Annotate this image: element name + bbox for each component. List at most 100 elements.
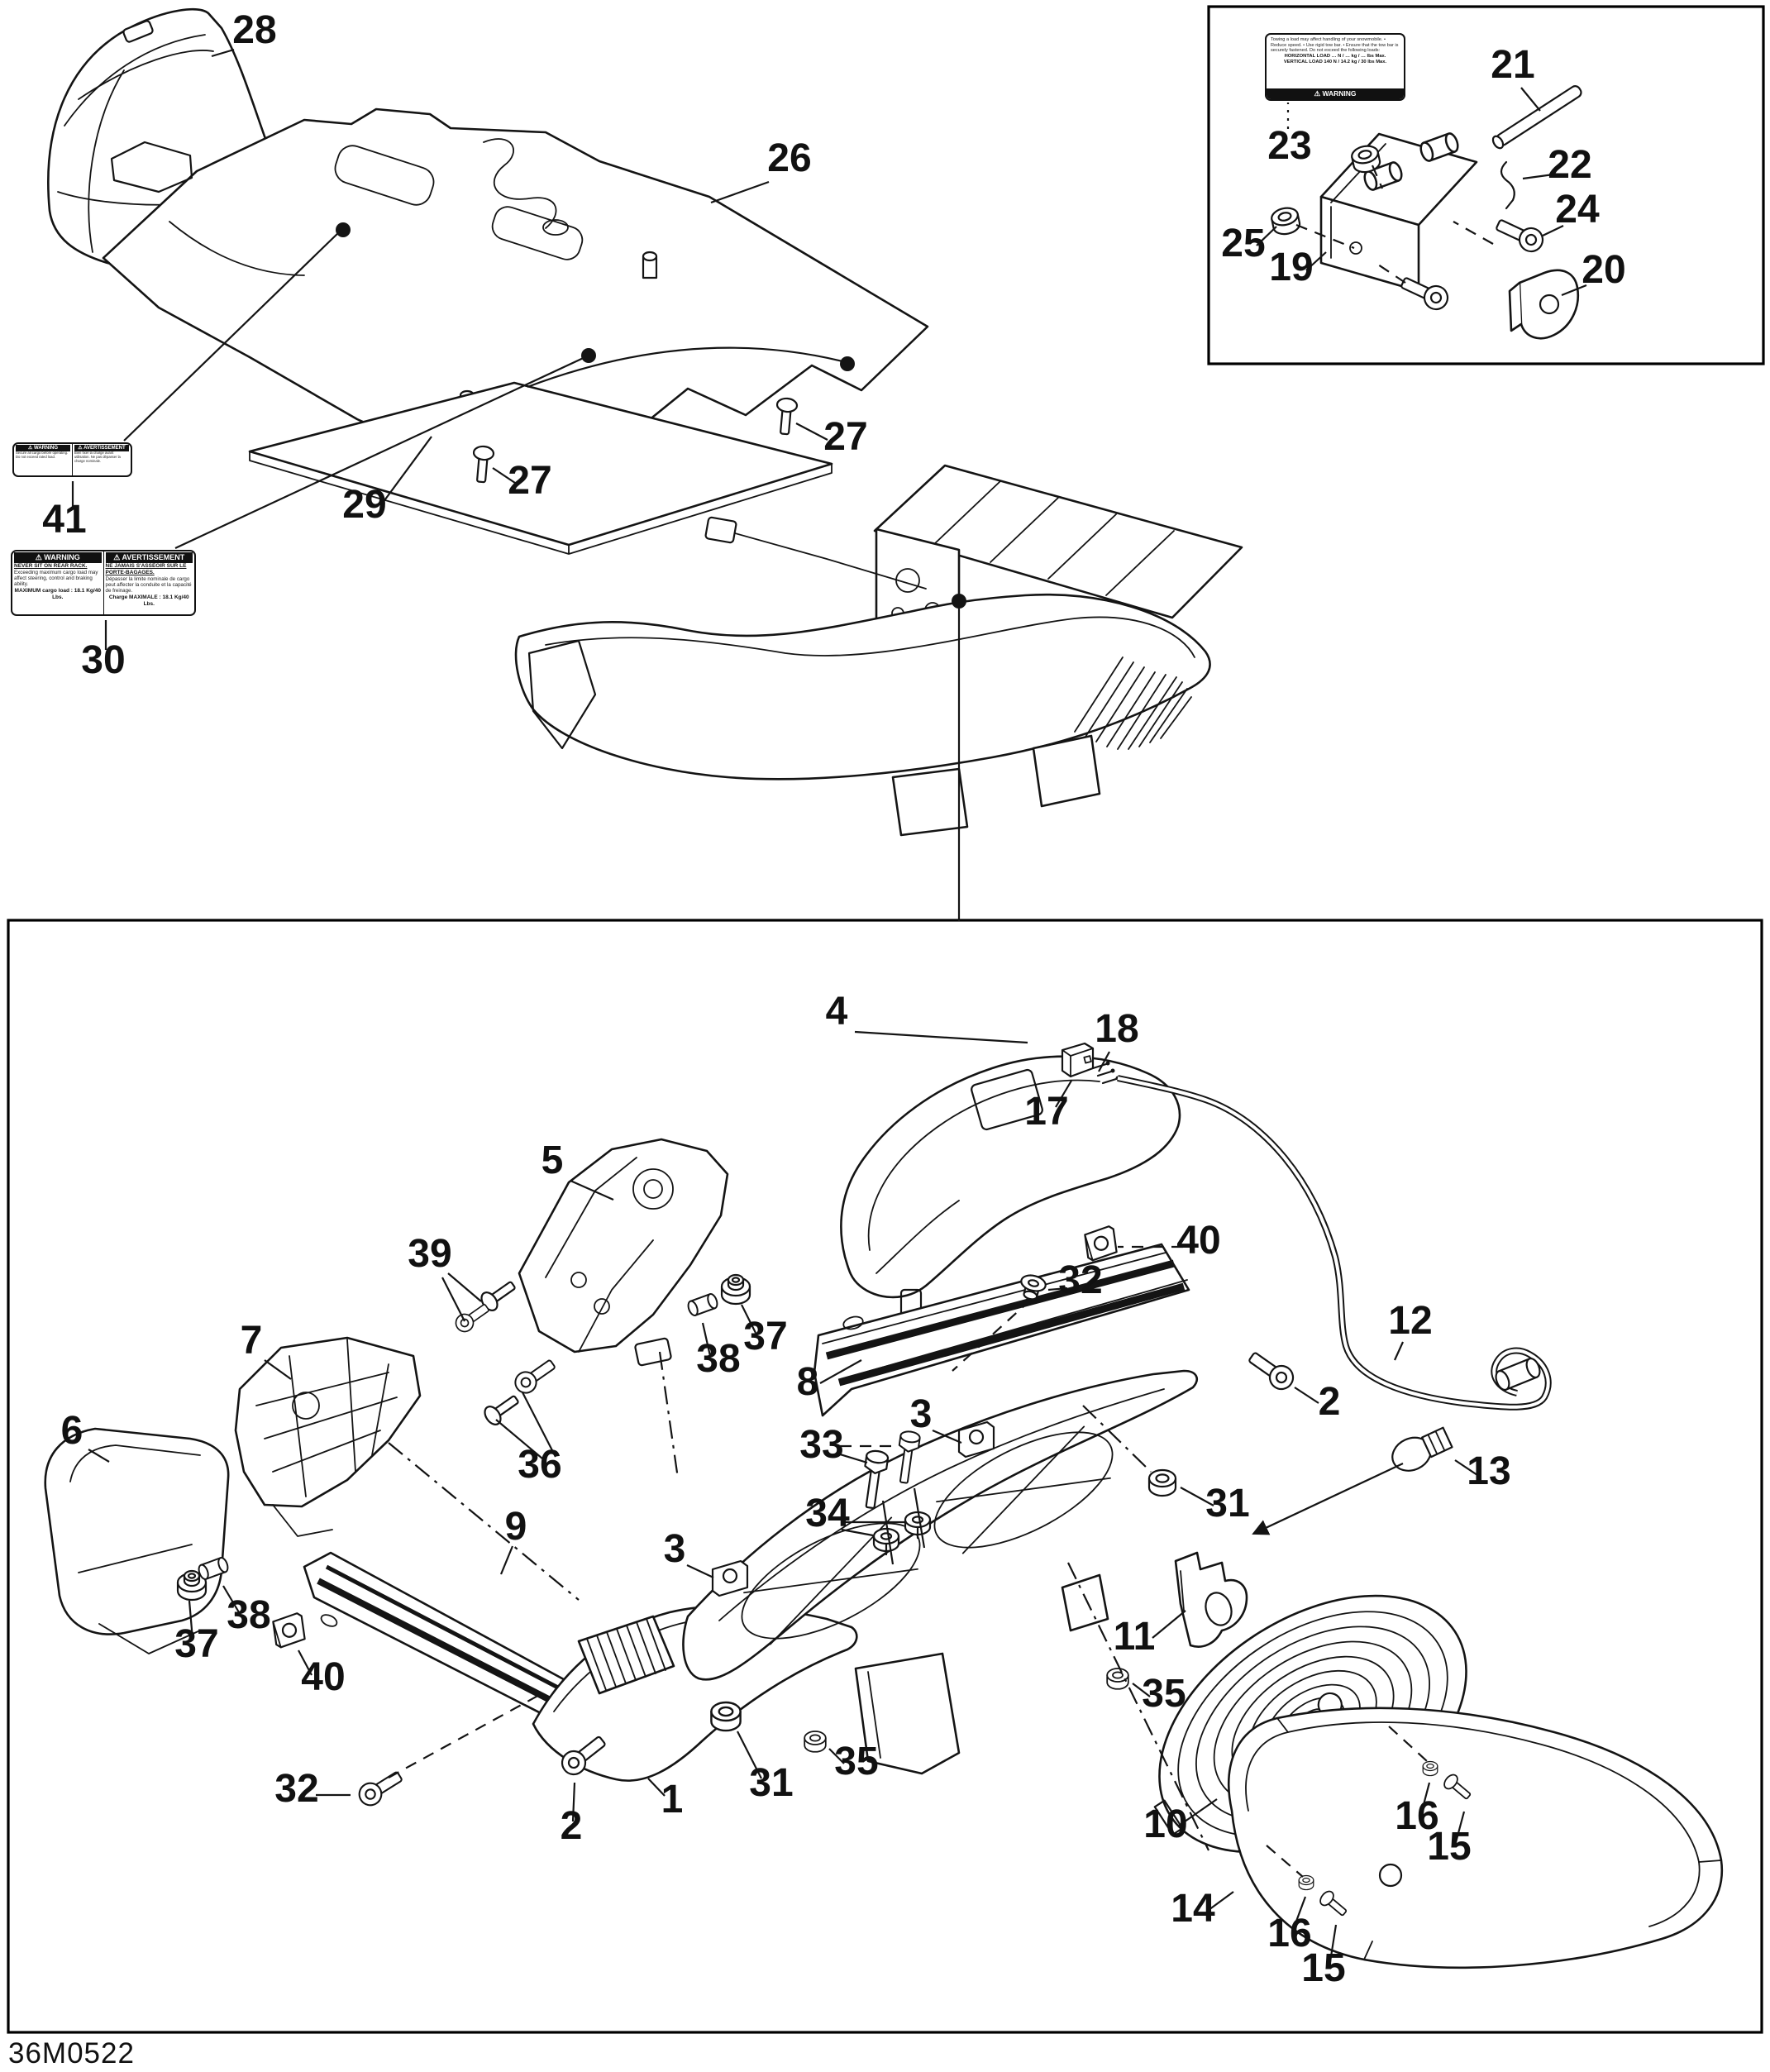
assembled-rack-reference <box>514 464 1243 837</box>
part-3-clip-nut <box>957 1420 995 1459</box>
callout-41: 41 <box>42 498 86 542</box>
part-36-screw <box>480 1389 523 1429</box>
callout-35: 35 <box>1142 1672 1186 1716</box>
part-12-wiring-harness <box>1117 1075 1552 1411</box>
part-13-bulb <box>1391 1426 1453 1472</box>
callout-10: 10 <box>1143 1802 1187 1846</box>
part-7-inner-support <box>234 1336 422 1537</box>
callout-6: 6 <box>61 1409 83 1453</box>
part-29-foam-pad <box>248 381 833 555</box>
callout-1: 1 <box>661 1778 684 1821</box>
part-24-screw <box>1397 270 1453 314</box>
part-38-spacer <box>685 1291 720 1318</box>
warning-head-en: ⚠ WARNING <box>16 445 70 451</box>
callout-22: 22 <box>1548 143 1591 187</box>
drawing-number: 36M0522 <box>8 2037 135 2070</box>
part-22-hook-pin <box>1500 160 1515 210</box>
callout-19: 19 <box>1269 246 1313 289</box>
callout-14: 14 <box>1171 1887 1215 1931</box>
panel-stud <box>642 251 658 279</box>
towing-label-body: Towing a load may affect handling of you… <box>1271 37 1399 54</box>
warning-head-en: ⚠ WARNING <box>14 552 102 563</box>
part-1-side-member <box>532 1604 858 1782</box>
part-11-latch-bracket <box>1174 1551 1248 1648</box>
inset-box-towbar <box>1207 5 1765 365</box>
callout-38: 38 <box>696 1337 740 1381</box>
callout-33: 33 <box>799 1423 843 1467</box>
part-40-clip <box>271 1611 307 1649</box>
callout-9: 9 <box>505 1505 527 1549</box>
callout-3: 3 <box>910 1392 933 1436</box>
callout-31: 31 <box>1205 1482 1249 1525</box>
callout-16: 16 <box>1395 1794 1438 1838</box>
part-27-screw <box>773 396 799 437</box>
callout-34: 34 <box>805 1492 850 1535</box>
callout-12: 12 <box>1388 1299 1432 1343</box>
part-21-rod-pin <box>1491 85 1582 150</box>
part-31-flange-nut <box>1147 1468 1177 1497</box>
callout-15: 15 <box>1301 1946 1345 1990</box>
warning-body-en: Secure all cargo before operating. Do no… <box>16 451 69 459</box>
callout-29: 29 <box>342 483 386 527</box>
callout-layer: 2826272729413023212224202519417181213231… <box>42 8 1625 1990</box>
callout-38: 38 <box>227 1593 270 1637</box>
callout-39: 39 <box>408 1232 451 1276</box>
part-6-side-cover <box>44 1427 230 1654</box>
part-25-flange-nut <box>1269 204 1303 237</box>
part-19-towbar-bracket <box>1319 131 1478 293</box>
part-36-screw <box>510 1353 560 1398</box>
callout-21: 21 <box>1491 43 1534 87</box>
callout-18: 18 <box>1095 1007 1138 1051</box>
towing-caution-label-23: Towing a load may affect handling of you… <box>1265 33 1405 101</box>
part-35-nut <box>804 1731 827 1753</box>
part-20-clevis-bracket <box>1508 269 1580 340</box>
warning-body-fr: Bien fixer la charge avant utilisation. … <box>74 451 121 463</box>
warning-head-fr: ⚠ AVERTISSEMENT <box>105 552 193 563</box>
detail-box-rack <box>7 919 1763 2034</box>
callout-27: 27 <box>508 459 551 503</box>
part-39-screw <box>451 1299 493 1336</box>
part-rack-main-body <box>682 1369 1198 1775</box>
part-4-duct <box>840 1055 1181 1336</box>
warning-body-fr: Dépasser la limite nominale de cargo peu… <box>105 576 192 594</box>
callout-37: 37 <box>743 1315 787 1358</box>
callout-13: 13 <box>1467 1449 1510 1493</box>
callout-26: 26 <box>767 136 811 180</box>
warning-load-en: MAXIMUM cargo load : 18.1 Kg/40 Lbs. <box>14 587 101 600</box>
callout-30: 30 <box>81 638 125 682</box>
part-16-nut <box>1422 1760 1438 1777</box>
callout-2: 2 <box>561 1804 583 1848</box>
part-16-nut <box>1298 1874 1314 1891</box>
callout-17: 17 <box>1024 1090 1068 1134</box>
callout-20: 20 <box>1582 248 1625 292</box>
towing-label-load2: VERTICAL LOAD 140 N / 14.2 kg / 30 lbs M… <box>1283 59 1387 64</box>
warning-label-30: ⚠ WARNING NEVER SIT ON REAR RACK. Exceed… <box>11 550 196 616</box>
callout-11: 11 <box>1114 1615 1156 1659</box>
callout-32: 32 <box>274 1767 318 1811</box>
warning-load-fr: Charge MAXIMALE : 18.1 Kg/40 Lbs. <box>108 594 189 607</box>
part-8-slide-rail <box>813 1243 1190 1417</box>
part-24-screw <box>1492 212 1548 256</box>
towing-label-load1: HORIZONTAL LOAD … N / … kg / … lbs Max. <box>1284 53 1386 59</box>
callout-27: 27 <box>823 415 867 459</box>
warning-body-en: Exceeding maximum cargo load may affect … <box>14 570 98 588</box>
part-14-taillight-lens <box>1228 1707 1724 1969</box>
part-3-clip-nut <box>711 1559 749 1597</box>
warning-label-41: ⚠ WARNING Secure all cargo before operat… <box>12 442 132 477</box>
callout-31: 31 <box>749 1761 793 1805</box>
callout-40: 40 <box>301 1655 345 1699</box>
callout-7: 7 <box>241 1319 263 1363</box>
annotation-lines-layer <box>71 48 1587 1968</box>
callout-35: 35 <box>834 1740 878 1783</box>
callout-37: 37 <box>174 1622 218 1666</box>
warning-sub-en: NEVER SIT ON REAR RACK. <box>14 563 88 569</box>
callout-36: 36 <box>518 1443 561 1487</box>
callout-3: 3 <box>664 1527 686 1571</box>
part-2-screw <box>1243 1346 1299 1395</box>
callout-25: 25 <box>1221 222 1265 265</box>
callout-28: 28 <box>232 8 276 52</box>
part-37-locknut <box>720 1273 751 1306</box>
warning-sub-fr: NE JAMAIS S'ASSEOIR SUR LE PORTE-BAGAGES… <box>105 563 187 575</box>
